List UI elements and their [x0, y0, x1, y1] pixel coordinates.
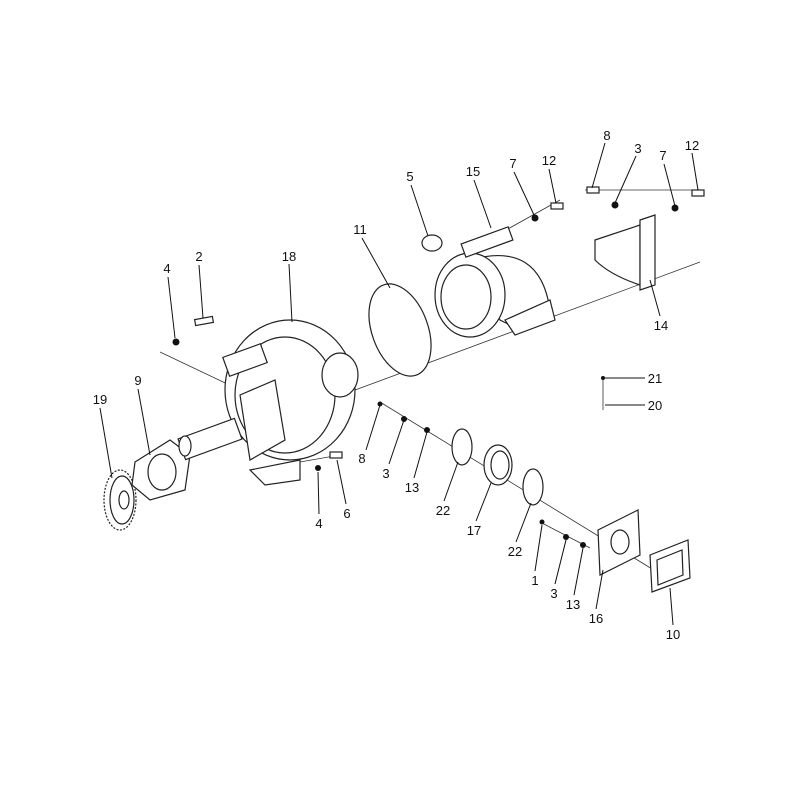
flange-part-16 [597, 509, 641, 576]
gear-part-19 [103, 469, 137, 531]
callout-18: 18 [282, 249, 296, 264]
callout-9: 9 [134, 373, 141, 388]
leader-lines [99, 142, 699, 626]
callout-17: 17 [467, 523, 481, 538]
flange-part-10 [649, 539, 691, 593]
pin-part-20-21 [601, 376, 605, 410]
callout-15: 15 [466, 164, 480, 179]
ring-part-22a [451, 428, 473, 466]
callout-labels: 8 3 7 12 7 12 15 5 11 18 4 2 9 19 21 20 … [93, 128, 699, 642]
callout-4: 4 [163, 261, 170, 276]
callout-22: 22 [436, 503, 450, 518]
callout-7: 7 [509, 156, 516, 171]
callout-3: 3 [550, 586, 557, 601]
callout-21: 21 [648, 371, 662, 386]
callout-13: 13 [405, 480, 419, 495]
callout-11: 11 [353, 222, 367, 237]
callout-22: 22 [508, 544, 522, 559]
coupling-part-17 [483, 444, 513, 486]
fasteners [172, 186, 705, 548]
o-ring-part-11 [368, 283, 432, 377]
ring-part-22b [522, 468, 544, 506]
callout-4: 4 [315, 516, 322, 531]
callout-16: 16 [589, 611, 603, 626]
callout-14: 14 [654, 318, 668, 333]
callout-10: 10 [666, 627, 680, 642]
callout-8: 8 [358, 451, 365, 466]
elbow-housing-part-15 [434, 226, 556, 338]
callout-6: 6 [343, 506, 350, 521]
callout-5: 5 [406, 169, 413, 184]
callout-7: 7 [659, 148, 666, 163]
callout-20: 20 [648, 398, 662, 413]
callout-13: 13 [566, 597, 580, 612]
callout-2: 2 [195, 249, 202, 264]
plug-part-5 [421, 234, 443, 252]
callout-12: 12 [542, 153, 556, 168]
callout-3: 3 [634, 141, 641, 156]
callout-19: 19 [93, 392, 107, 407]
callout-1: 1 [531, 573, 538, 588]
gasket-plate-part-9 [131, 439, 191, 501]
pump-body-part-18 [177, 319, 359, 486]
callout-12: 12 [685, 138, 699, 153]
bracket-part-14 [594, 214, 656, 291]
callout-3: 3 [382, 466, 389, 481]
callout-8: 8 [603, 128, 610, 143]
